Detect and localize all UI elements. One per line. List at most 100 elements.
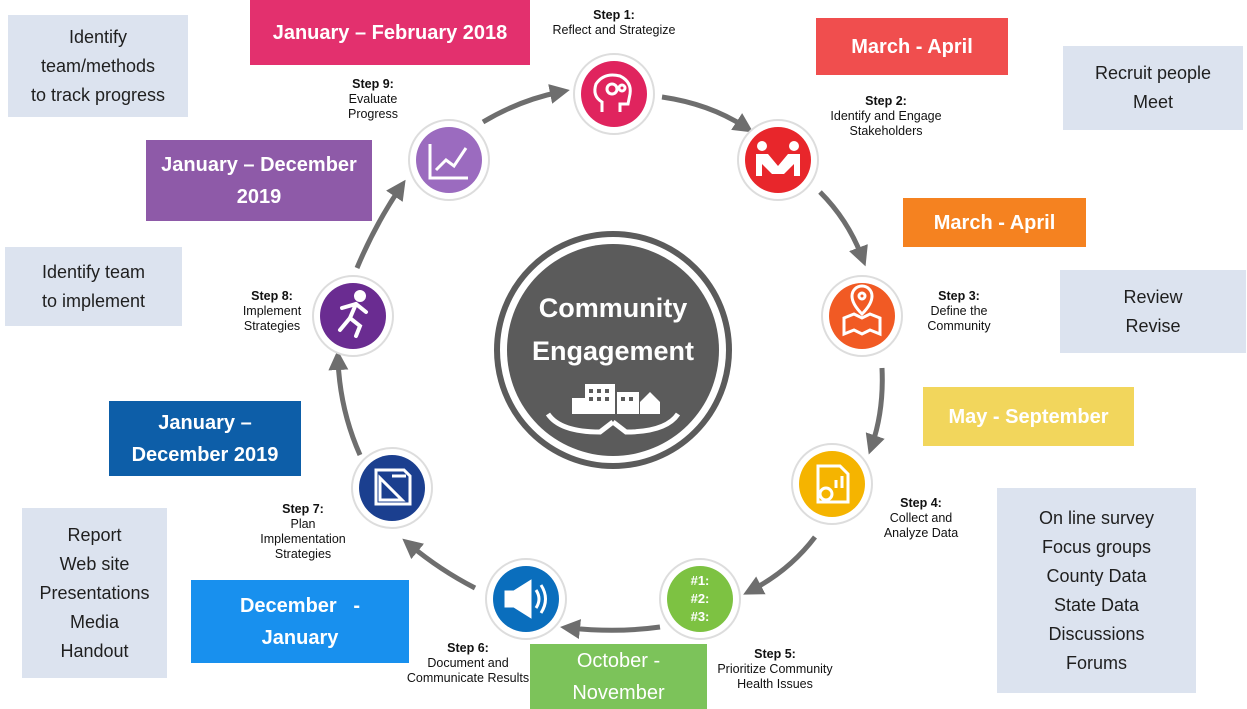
date-box-step-1: January – February 2018 (250, 0, 530, 65)
date-box-step-4: May - September (923, 387, 1134, 446)
note-collect-line3: County Data (1046, 565, 1147, 586)
note-collect: On line survey Focus groups County Data … (997, 488, 1196, 693)
handshake-icon (756, 141, 800, 176)
step-7-circle (351, 447, 433, 529)
map-pin-icon (842, 284, 882, 337)
step-5-title-line1: Prioritize Community (717, 662, 833, 676)
step-1-circle (573, 53, 655, 135)
arrow-step5-to-step6 (560, 619, 661, 640)
arrow-step8-to-step9 (354, 179, 406, 269)
date-box-step-7-8: January – December 2019 (109, 401, 301, 476)
date-step-2-text: March - April (851, 35, 973, 58)
rank-1-text: #1: (691, 573, 710, 588)
note-define-line1: Review (1123, 286, 1183, 307)
step-4-label: Step 4: Collect and Analyze Data (846, 496, 996, 541)
step-1-title: Reflect and Strategize (552, 23, 676, 37)
megaphone-icon (504, 579, 547, 619)
note-document-line1: Report (67, 524, 122, 545)
note-implement: Identify team to implement (5, 247, 182, 326)
step-2-number: Step 2: (865, 94, 907, 108)
date-step-6-line2: January (261, 626, 339, 649)
step-1-number: Step 1: (593, 8, 635, 22)
center-title-line2: Engagement (531, 336, 695, 366)
note-collect-line6: Forums (1065, 652, 1127, 673)
note-stakeholders-line2: Meet (1132, 92, 1174, 112)
step-7-title-line2: Implementation (260, 532, 346, 546)
date-step-3-text: March - April (933, 211, 1056, 234)
step-3-circle (821, 275, 903, 357)
ranked-list-icon: #1: #2: #3: (691, 573, 710, 624)
date-box-step-2: March - April (816, 18, 1008, 75)
brain-gears-icon (593, 73, 632, 112)
rank-2-text: #2: (691, 591, 710, 606)
note-document-line3: Presentations (39, 582, 150, 603)
step-8-title-line1: Implement (242, 304, 302, 318)
step-2-title-line2: Stakeholders (849, 124, 923, 138)
date-box-step-3: March - April (903, 198, 1086, 247)
step-6-label: Step 6: Document and Communicate Results (393, 641, 543, 686)
date-box-step-9: January – December 2019 (146, 140, 372, 221)
step-5-label: Step 5: Prioritize Community Health Issu… (700, 647, 850, 692)
note-collect-line5: Discussions (1048, 623, 1145, 644)
note-collect-line2: Focus groups (1041, 536, 1152, 557)
note-stakeholders: Recruit people Meet (1063, 46, 1243, 130)
note-evaluate-line1: Identify (68, 26, 128, 47)
step-2-circle (737, 119, 819, 201)
cycle-arrows (328, 84, 885, 640)
step-3-number: Step 3: (938, 289, 980, 303)
step-8-label: Step 8: Implement Strategies (197, 289, 347, 334)
date-step-7-line1: January – (158, 411, 252, 434)
step-4-title-line2: Analyze Data (883, 526, 959, 540)
arrow-step4-to-step5 (743, 535, 817, 595)
step-7-number: Step 7: (282, 502, 324, 516)
arrow-step3-to-step4 (865, 367, 885, 455)
step-3-title-line1: Define the (930, 304, 988, 318)
step-1-label: Step 1: Reflect and Strategize (539, 8, 689, 38)
step-8-circle (312, 275, 394, 357)
arrow-step6-to-step7 (402, 538, 477, 591)
step-8-number: Step 8: (251, 289, 293, 303)
date-step-9-line1: January – December (161, 153, 357, 176)
date-step-4-text: May - September (948, 405, 1109, 428)
step-5-number: Step 5: (754, 647, 796, 661)
note-document-line4: Media (69, 611, 120, 632)
step-4-title-line1: Collect and (889, 511, 953, 525)
note-define-line2: Revise (1125, 315, 1181, 336)
buildings-in-hands-icon (545, 384, 681, 435)
note-evaluate: Identify team/methods to track progress (8, 15, 188, 117)
note-evaluate-line3: to track progress (30, 84, 166, 105)
date-step-1-text: January – February 2018 (272, 21, 508, 44)
center-title-line1: Community (538, 293, 688, 323)
arrow-step1-to-step2 (661, 94, 754, 133)
blueprint-icon (374, 468, 412, 506)
step-9-circle (408, 119, 490, 201)
arrow-step9-to-step1 (481, 84, 570, 125)
step-7-label: Step 7: Plan Implementation Strategies (228, 502, 378, 562)
note-implement-line2: to implement (41, 290, 146, 311)
community-engagement-emblem (494, 231, 732, 469)
step-4-number: Step 4: (900, 496, 942, 510)
step-6-title-line1: Document and (427, 656, 509, 670)
step-8-title-line2: Strategies (243, 319, 301, 333)
step-2-title-line1: Identify and Engage (830, 109, 942, 123)
step-3-title-line2: Community (927, 319, 991, 333)
note-document-line5: Handout (60, 640, 129, 661)
date-step-7-line2: December 2019 (131, 443, 279, 466)
step-6-circle (485, 558, 567, 640)
step-2-label: Step 2: Identify and Engage Stakeholders (811, 94, 961, 139)
step-7-title-line3: Strategies (274, 547, 332, 561)
step-circles: #1: #2: #3: (312, 53, 903, 640)
date-step-5-line1: October - (576, 649, 661, 672)
running-person-icon (338, 290, 368, 338)
date-step-6-line1: December - (239, 594, 361, 617)
step-6-number: Step 6: (447, 641, 489, 655)
step-6-title-line2: Communicate Results (406, 671, 530, 685)
step-9-number: Step 9: (352, 77, 394, 91)
step-5-circle: #1: #2: #3: (659, 558, 741, 640)
step-4-circle (791, 443, 873, 525)
note-implement-line1: Identify team (41, 261, 146, 282)
note-stakeholders-line1: Recruit people (1094, 63, 1212, 83)
step-9-label: Step 9: Evaluate Progress (298, 77, 448, 122)
note-define: Review Revise (1060, 270, 1246, 353)
